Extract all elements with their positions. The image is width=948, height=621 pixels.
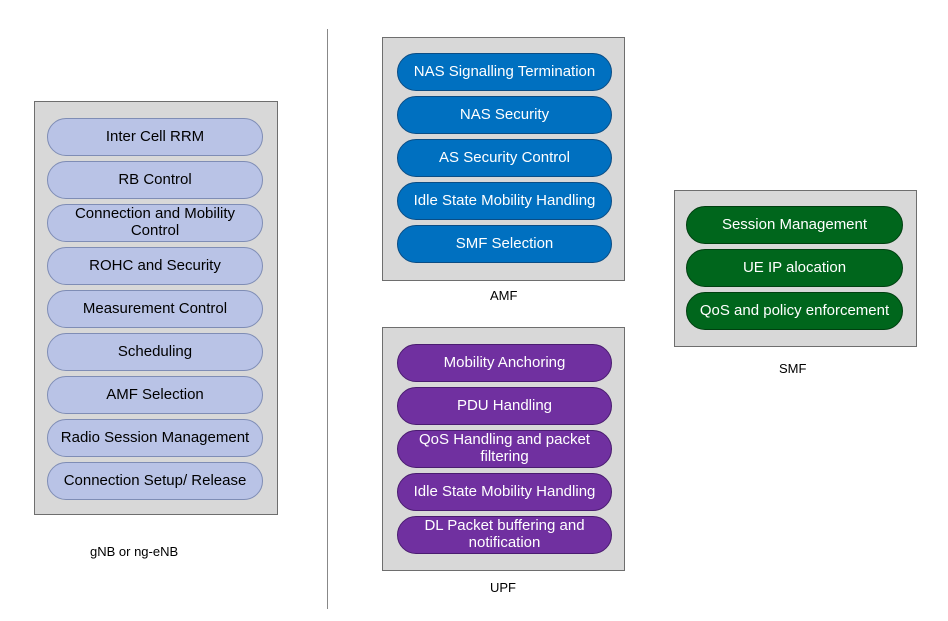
gnb-function-connection-mobility-control: Connection and Mobility Control [47, 204, 263, 242]
upf-function-pdu-handling: PDU Handling [397, 387, 612, 425]
upf-function-mobility-anchoring: Mobility Anchoring [397, 344, 612, 382]
gnb-function-radio-session-management: Radio Session Management [47, 419, 263, 457]
gnb-function-measurement-control: Measurement Control [47, 290, 263, 328]
gnb-function-rohc-security: ROHC and Security [47, 247, 263, 285]
amf-function-smf-selection: SMF Selection [397, 225, 612, 263]
gnb-function-inter-cell-rrm: Inter Cell RRM [47, 118, 263, 156]
smf-function-ue-ip-allocation: UE IP alocation [686, 249, 903, 287]
upf-caption: UPF [490, 580, 516, 595]
gnb-function-connection-setup-release: Connection Setup/ Release [47, 462, 263, 500]
smf-function-qos-policy-enforcement: QoS and policy enforcement [686, 292, 903, 330]
amf-function-idle-state-mobility-handling: Idle State Mobility Handling [397, 182, 612, 220]
upf-function-qos-handling-packet-filtering: QoS Handling and packet filtering [397, 430, 612, 468]
upf-function-idle-state-mobility-handling: Idle State Mobility Handling [397, 473, 612, 511]
gnb-function-scheduling: Scheduling [47, 333, 263, 371]
vertical-divider [327, 29, 328, 609]
smf-caption: SMF [779, 361, 807, 376]
amf-function-nas-signalling-termination: NAS Signalling Termination [397, 53, 612, 91]
amf-function-nas-security: NAS Security [397, 96, 612, 134]
amf-function-as-security-control: AS Security Control [397, 139, 612, 177]
gnb-function-amf-selection: AMF Selection [47, 376, 263, 414]
gnb-caption: gNB or ng-eNB [90, 544, 179, 559]
amf-caption: AMF [490, 288, 518, 303]
upf-function-dl-packet-buffering-notification: DL Packet buffering and notification [397, 516, 612, 554]
smf-function-session-management: Session Management [686, 206, 903, 244]
gnb-function-rb-control: RB Control [47, 161, 263, 199]
